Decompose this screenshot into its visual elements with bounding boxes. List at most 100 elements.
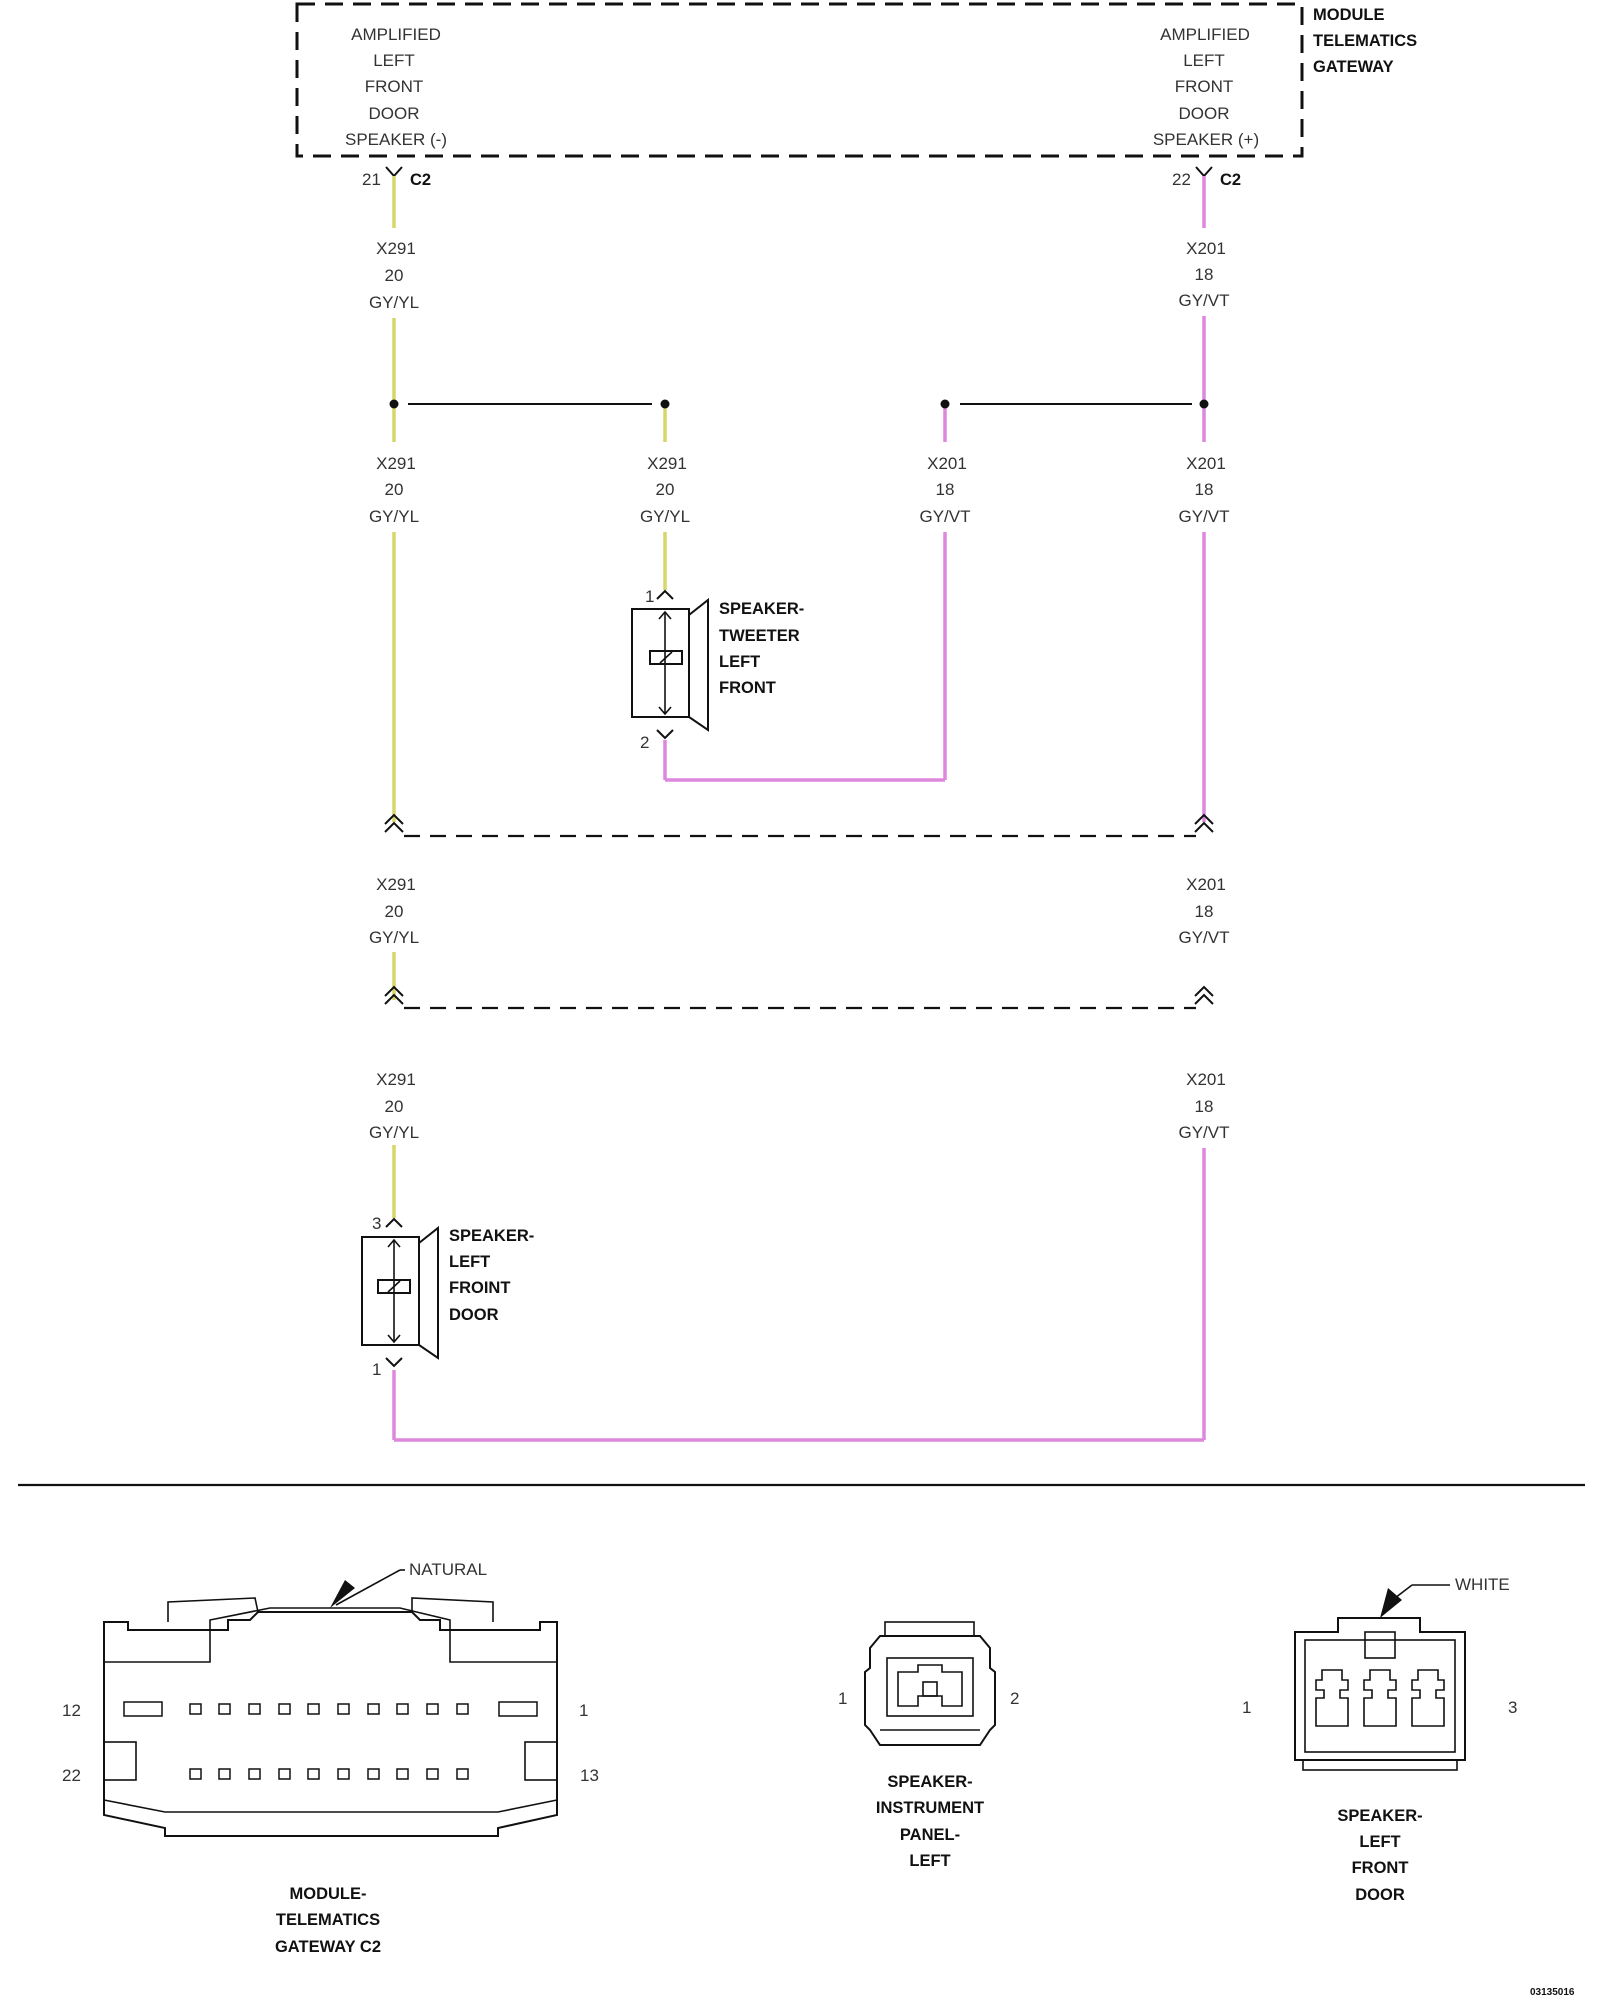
- ip-speaker-label: SPEAKER- INSTRUMENT PANEL- LEFT: [876, 1773, 984, 1870]
- wire-label-left-3: X291 20 GY/YL: [369, 875, 419, 947]
- wire-label-right-4: X201 18 GY/VT: [1178, 1070, 1229, 1142]
- svg-text:X291: X291: [376, 239, 416, 258]
- svg-text:SPEAKER (+): SPEAKER (+): [1153, 130, 1259, 149]
- svg-text:18: 18: [1195, 480, 1214, 499]
- svg-text:MODULE: MODULE: [1313, 6, 1385, 24]
- wire-label-right-1: X201 18 GY/VT: [1178, 239, 1229, 310]
- tweeter-label: SPEAKER- TWEETER LEFT FRONT: [719, 600, 804, 697]
- connector-c2-face: [103, 1569, 558, 1837]
- door-speaker-pin-1: 1: [372, 1360, 381, 1379]
- module-connector-c2-left: C2: [410, 171, 431, 189]
- tweeter-pin-2: 2: [640, 733, 649, 752]
- wire-label-tweeter-vt: X201 18 GY/VT: [919, 454, 970, 526]
- ip-speaker-pin-2: 2: [1010, 1689, 1019, 1708]
- svg-text:GY/YL: GY/YL: [640, 507, 690, 526]
- svg-text:GATEWAY: GATEWAY: [1313, 58, 1394, 76]
- svg-text:X201: X201: [927, 454, 967, 473]
- module-pin-22: 22: [1172, 170, 1191, 189]
- wire-label-right-3: X201 18 GY/VT: [1178, 875, 1229, 947]
- door-connector-pin-1: 1: [1242, 1698, 1251, 1717]
- svg-text:TWEETER: TWEETER: [719, 627, 800, 645]
- svg-text:LEFT: LEFT: [373, 51, 415, 70]
- connector-door-speaker-face: [1294, 1584, 1466, 1771]
- svg-text:LEFT: LEFT: [1183, 51, 1225, 70]
- svg-text:SPEAKER-: SPEAKER-: [449, 1227, 534, 1245]
- module-connector-c2-right: C2: [1220, 171, 1241, 189]
- splice-left: [389, 399, 670, 409]
- door-speaker-pin-3: 3: [372, 1214, 381, 1233]
- svg-text:SPEAKER-: SPEAKER-: [887, 1773, 972, 1791]
- svg-text:20: 20: [656, 480, 675, 499]
- door-connector-pin-3: 3: [1508, 1698, 1517, 1717]
- c2-callout-natural: NATURAL: [409, 1560, 487, 1579]
- pin-chevron-21: [385, 166, 403, 178]
- speaker-left-front-door-symbol: [361, 1217, 439, 1368]
- svg-text:DOOR: DOOR: [1179, 104, 1230, 123]
- wire-tweeter-branch: [663, 404, 947, 782]
- svg-text:20: 20: [385, 902, 404, 921]
- c2-pin-1: 1: [579, 1701, 588, 1720]
- connector-ip-speaker-face: [864, 1621, 996, 1746]
- svg-text:GY/VT: GY/VT: [1178, 507, 1229, 526]
- svg-text:DOOR: DOOR: [1355, 1886, 1405, 1904]
- module-telematics-gateway-box: [295, 2, 1304, 158]
- svg-text:GY/YL: GY/YL: [369, 293, 419, 312]
- svg-text:INSTRUMENT: INSTRUMENT: [876, 1799, 984, 1817]
- wire-label-left-2: X291 20 GY/YL: [369, 454, 419, 526]
- svg-text:FRONT: FRONT: [1175, 77, 1234, 96]
- svg-text:X291: X291: [647, 454, 687, 473]
- svg-text:X201: X201: [1186, 454, 1226, 473]
- svg-text:X291: X291: [376, 875, 416, 894]
- svg-text:GY/VT: GY/VT: [919, 507, 970, 526]
- svg-text:GY/YL: GY/YL: [369, 928, 419, 947]
- tweeter-pin-1: 1: [645, 587, 654, 606]
- pin-chevron-22: [1195, 166, 1213, 178]
- svg-text:LEFT: LEFT: [1359, 1833, 1400, 1851]
- svg-text:X291: X291: [376, 1070, 416, 1089]
- svg-text:GY/YL: GY/YL: [369, 507, 419, 526]
- svg-text:TELEMATICS: TELEMATICS: [1313, 32, 1417, 50]
- svg-text:18: 18: [1195, 265, 1214, 284]
- svg-text:GY/VT: GY/VT: [1178, 291, 1229, 310]
- svg-text:X201: X201: [1186, 875, 1226, 894]
- door-speaker-label: SPEAKER- LEFT FROINT DOOR: [449, 1227, 534, 1324]
- svg-text:X291: X291: [376, 454, 416, 473]
- svg-text:DOOR: DOOR: [449, 1306, 499, 1324]
- svg-text:SPEAKER-: SPEAKER-: [719, 600, 804, 618]
- svg-text:18: 18: [1195, 902, 1214, 921]
- ip-speaker-pin-1: 1: [838, 1689, 847, 1708]
- wire-label-right-2: X201 18 GY/VT: [1178, 454, 1229, 526]
- module-pin-desc-right: AMPLIFIED LEFT FRONT DOOR SPEAKER (+): [1153, 25, 1259, 149]
- svg-text:FRONT: FRONT: [1352, 1859, 1409, 1877]
- c2-pin-13: 13: [580, 1766, 599, 1785]
- svg-text:18: 18: [1195, 1097, 1214, 1116]
- svg-text:FROINT: FROINT: [449, 1279, 510, 1297]
- wire-label-left-1: X291 20 GY/YL: [369, 239, 419, 312]
- svg-text:FRONT: FRONT: [719, 679, 776, 697]
- inline-connector-1: [384, 813, 1214, 838]
- svg-text:GY/YL: GY/YL: [369, 1123, 419, 1142]
- svg-text:SPEAKER (-): SPEAKER (-): [345, 130, 447, 149]
- module-pin-desc-left: AMPLIFIED LEFT FRONT DOOR SPEAKER (-): [345, 25, 447, 149]
- svg-text:TELEMATICS: TELEMATICS: [276, 1911, 380, 1929]
- svg-text:20: 20: [385, 480, 404, 499]
- door-connector-callout-white: WHITE: [1455, 1575, 1510, 1594]
- module-label: MODULE TELEMATICS GATEWAY: [1313, 6, 1417, 76]
- svg-text:LEFT: LEFT: [449, 1253, 490, 1271]
- door-connector-label: SPEAKER- LEFT FRONT DOOR: [1337, 1807, 1422, 1904]
- wire-label-left-4: X291 20 GY/YL: [369, 1070, 419, 1142]
- svg-text:LEFT: LEFT: [719, 653, 760, 671]
- wire-gy-vt-right: [392, 176, 1206, 1442]
- svg-text:AMPLIFIED: AMPLIFIED: [1160, 25, 1250, 44]
- svg-text:DOOR: DOOR: [369, 104, 420, 123]
- inline-connector-2: [384, 985, 1214, 1010]
- speaker-tweeter-symbol: [631, 589, 709, 740]
- module-pin-21: 21: [362, 170, 381, 189]
- svg-text:X201: X201: [1186, 239, 1226, 258]
- svg-text:LEFT: LEFT: [909, 1852, 950, 1870]
- c2-pin-22: 22: [62, 1766, 81, 1785]
- wire-label-tweeter-yl: X291 20 GY/YL: [640, 454, 690, 526]
- c2-connector-label: MODULE- TELEMATICS GATEWAY C2: [275, 1885, 381, 1956]
- svg-text:GATEWAY C2: GATEWAY C2: [275, 1938, 381, 1956]
